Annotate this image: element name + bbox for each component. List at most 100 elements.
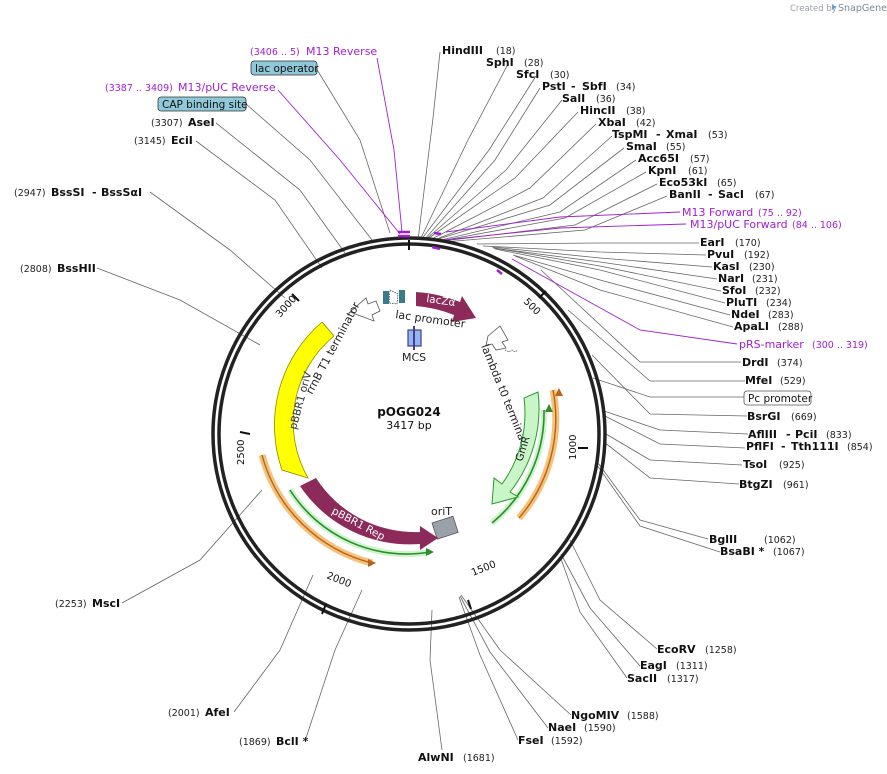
lacZa-arrow: [416, 292, 476, 322]
site-sep-tspmi: -: [656, 128, 661, 141]
site-ngomiv-pos: (1588): [627, 711, 659, 722]
site-btgzi-name: BtgZI: [739, 478, 773, 491]
site-tspmi-name: TspMI: [612, 128, 648, 141]
primer-prs-marker-name: pRS-marker: [739, 338, 804, 351]
site-kpni-name: KpnI: [648, 164, 676, 177]
lac-operator-tag-label: lac operator: [255, 63, 319, 75]
site-ngomiv-name: NgoMIV: [571, 709, 620, 722]
left-orange-line: [261, 454, 373, 564]
pbbr1-rep-arrow: [300, 478, 438, 550]
site-hincii-name: HincII: [580, 104, 616, 117]
site-sfoi-pos: (232): [755, 286, 781, 297]
site-bsabi-name: BsaBI *: [720, 545, 765, 558]
site-kasi-pos: (230): [749, 262, 775, 273]
site-naei-name: NaeI: [548, 721, 576, 734]
primer-connector-lines: [277, 57, 738, 345]
primer-m13puc-forward-name: M13/pUC Forward: [690, 218, 788, 231]
site-banii-name: BanII: [669, 188, 701, 201]
site-ndei-name: NdeI: [731, 308, 760, 321]
site-alwni-pos: (1681): [463, 753, 495, 764]
site-xbai-name: XbaI: [598, 116, 626, 129]
plasmid-name: pOGG024: [377, 405, 441, 419]
cap-site-box: [383, 291, 389, 304]
site-fsei-name: FseI: [518, 734, 544, 747]
site-eagi-pos: (1311): [676, 661, 708, 672]
left-orange-arrow-icon: [368, 559, 376, 567]
pc-promoter-tag: [743, 390, 812, 406]
cap-binding-site-tag: [157, 96, 247, 112]
site-eari-name: EarI: [700, 236, 724, 249]
site-ecorv-name: EcoRV: [657, 643, 696, 656]
site-tsoi-name: TsoI: [743, 458, 767, 471]
site-drdi-name: DrdI: [742, 356, 769, 369]
site-psti-pos: (34): [616, 82, 636, 93]
primer-m13-forward-name: M13 Forward: [682, 206, 753, 219]
orit-label: oriT: [431, 505, 452, 518]
right-orange-arrow-icon: [555, 388, 563, 396]
site-eco53ki-name: Eco53kI: [659, 176, 707, 189]
primer-m13-reverse-range: (3406 .. 5): [250, 47, 300, 58]
primer-marks: [398, 230, 503, 275]
site-hindiii-name: HindIII: [442, 44, 483, 57]
site-afei-pos: (2001): [168, 708, 200, 719]
site-pflfi-name: PflFI: [746, 440, 774, 453]
left-green-line: [289, 489, 431, 555]
snapgene-logo-icon: [832, 4, 836, 10]
site-kasi-name: KasI: [713, 260, 740, 273]
site-sep-afliii: -: [786, 428, 791, 441]
site-sfci-name: SfcI: [516, 68, 539, 81]
site-fsei-pos: (1592): [551, 736, 583, 747]
site-acc65i-name: Acc65I: [638, 152, 679, 165]
orit-box: [431, 515, 459, 540]
right-green-arrow-icon: [545, 404, 553, 412]
site-bsrgi-pos: (669): [791, 412, 817, 423]
site-eco53ki-pos: (65): [717, 178, 737, 189]
site-sphi-name: SphI: [486, 56, 514, 69]
cap-binding-site-tag-label: CAP binding site: [162, 99, 248, 111]
site-pflfi-pos: (854): [847, 442, 873, 453]
site-ecii-name: EciI: [171, 134, 193, 147]
primer-m13puc-reverse-range: (3387 .. 3409): [105, 83, 173, 94]
site-pvui-pos: (192): [744, 250, 770, 261]
site-msci-name: MscI: [92, 597, 120, 610]
site-pluti-pos: (234): [766, 298, 792, 309]
site-afei-name: AfeI: [205, 706, 230, 719]
site-bcli-name: BclI *: [276, 735, 309, 748]
site-saci-name: SacI: [718, 188, 744, 201]
site-sfoi-name: SfoI: [722, 284, 746, 297]
site-sali-name: SalI: [562, 92, 585, 105]
site-xbai-pos: (42): [636, 118, 656, 129]
site-pcii-name: PciI: [795, 428, 817, 441]
right-orange-line: [518, 389, 557, 519]
site-sbfi-name: SbfI: [582, 80, 607, 93]
created-by-label: Created by: [790, 4, 837, 14]
site-sep-banii: -: [708, 188, 713, 201]
site-tspmi-pos: (53): [708, 130, 728, 141]
mcs-label: MCS: [402, 351, 426, 364]
site-sep-psti: -: [571, 80, 576, 93]
site-bsshii-name: BssHII: [57, 262, 96, 275]
ruler-tick-2000: 2000: [325, 571, 353, 591]
rrnb-t1-arrow: [349, 297, 381, 322]
site-kpni-pos: (61): [688, 166, 708, 177]
site-drdi-pos: (374): [777, 358, 803, 369]
plasmid-length: 3417 bp: [386, 419, 431, 432]
backbone-outer: [211, 236, 607, 632]
site-btgzi-pos: (961): [783, 480, 809, 491]
site-tth111i-name: Tth111I: [791, 440, 839, 453]
site-naei-pos: (1590): [584, 723, 616, 734]
site-sphi-pos: (28): [524, 58, 544, 69]
primer-m13-reverse-name: M13 Reverse: [306, 45, 377, 58]
site-bsssi-name: BssSI: [51, 186, 85, 199]
site-alwni-name: AlwNI: [418, 751, 454, 764]
ruler-tick-2500: 2500: [236, 440, 247, 465]
lacZa-label: lacZα: [426, 293, 457, 309]
ruler-tick-1500: 1500: [470, 559, 498, 579]
site-xmai-name: XmaI: [666, 128, 697, 141]
site-banii-pos: (67): [755, 190, 775, 201]
gmr-arrow: [491, 391, 540, 505]
site-eari-pos: (170): [735, 238, 761, 249]
site-asei-name: AseI: [188, 116, 215, 129]
lac-promoter-arrow: [388, 289, 399, 305]
